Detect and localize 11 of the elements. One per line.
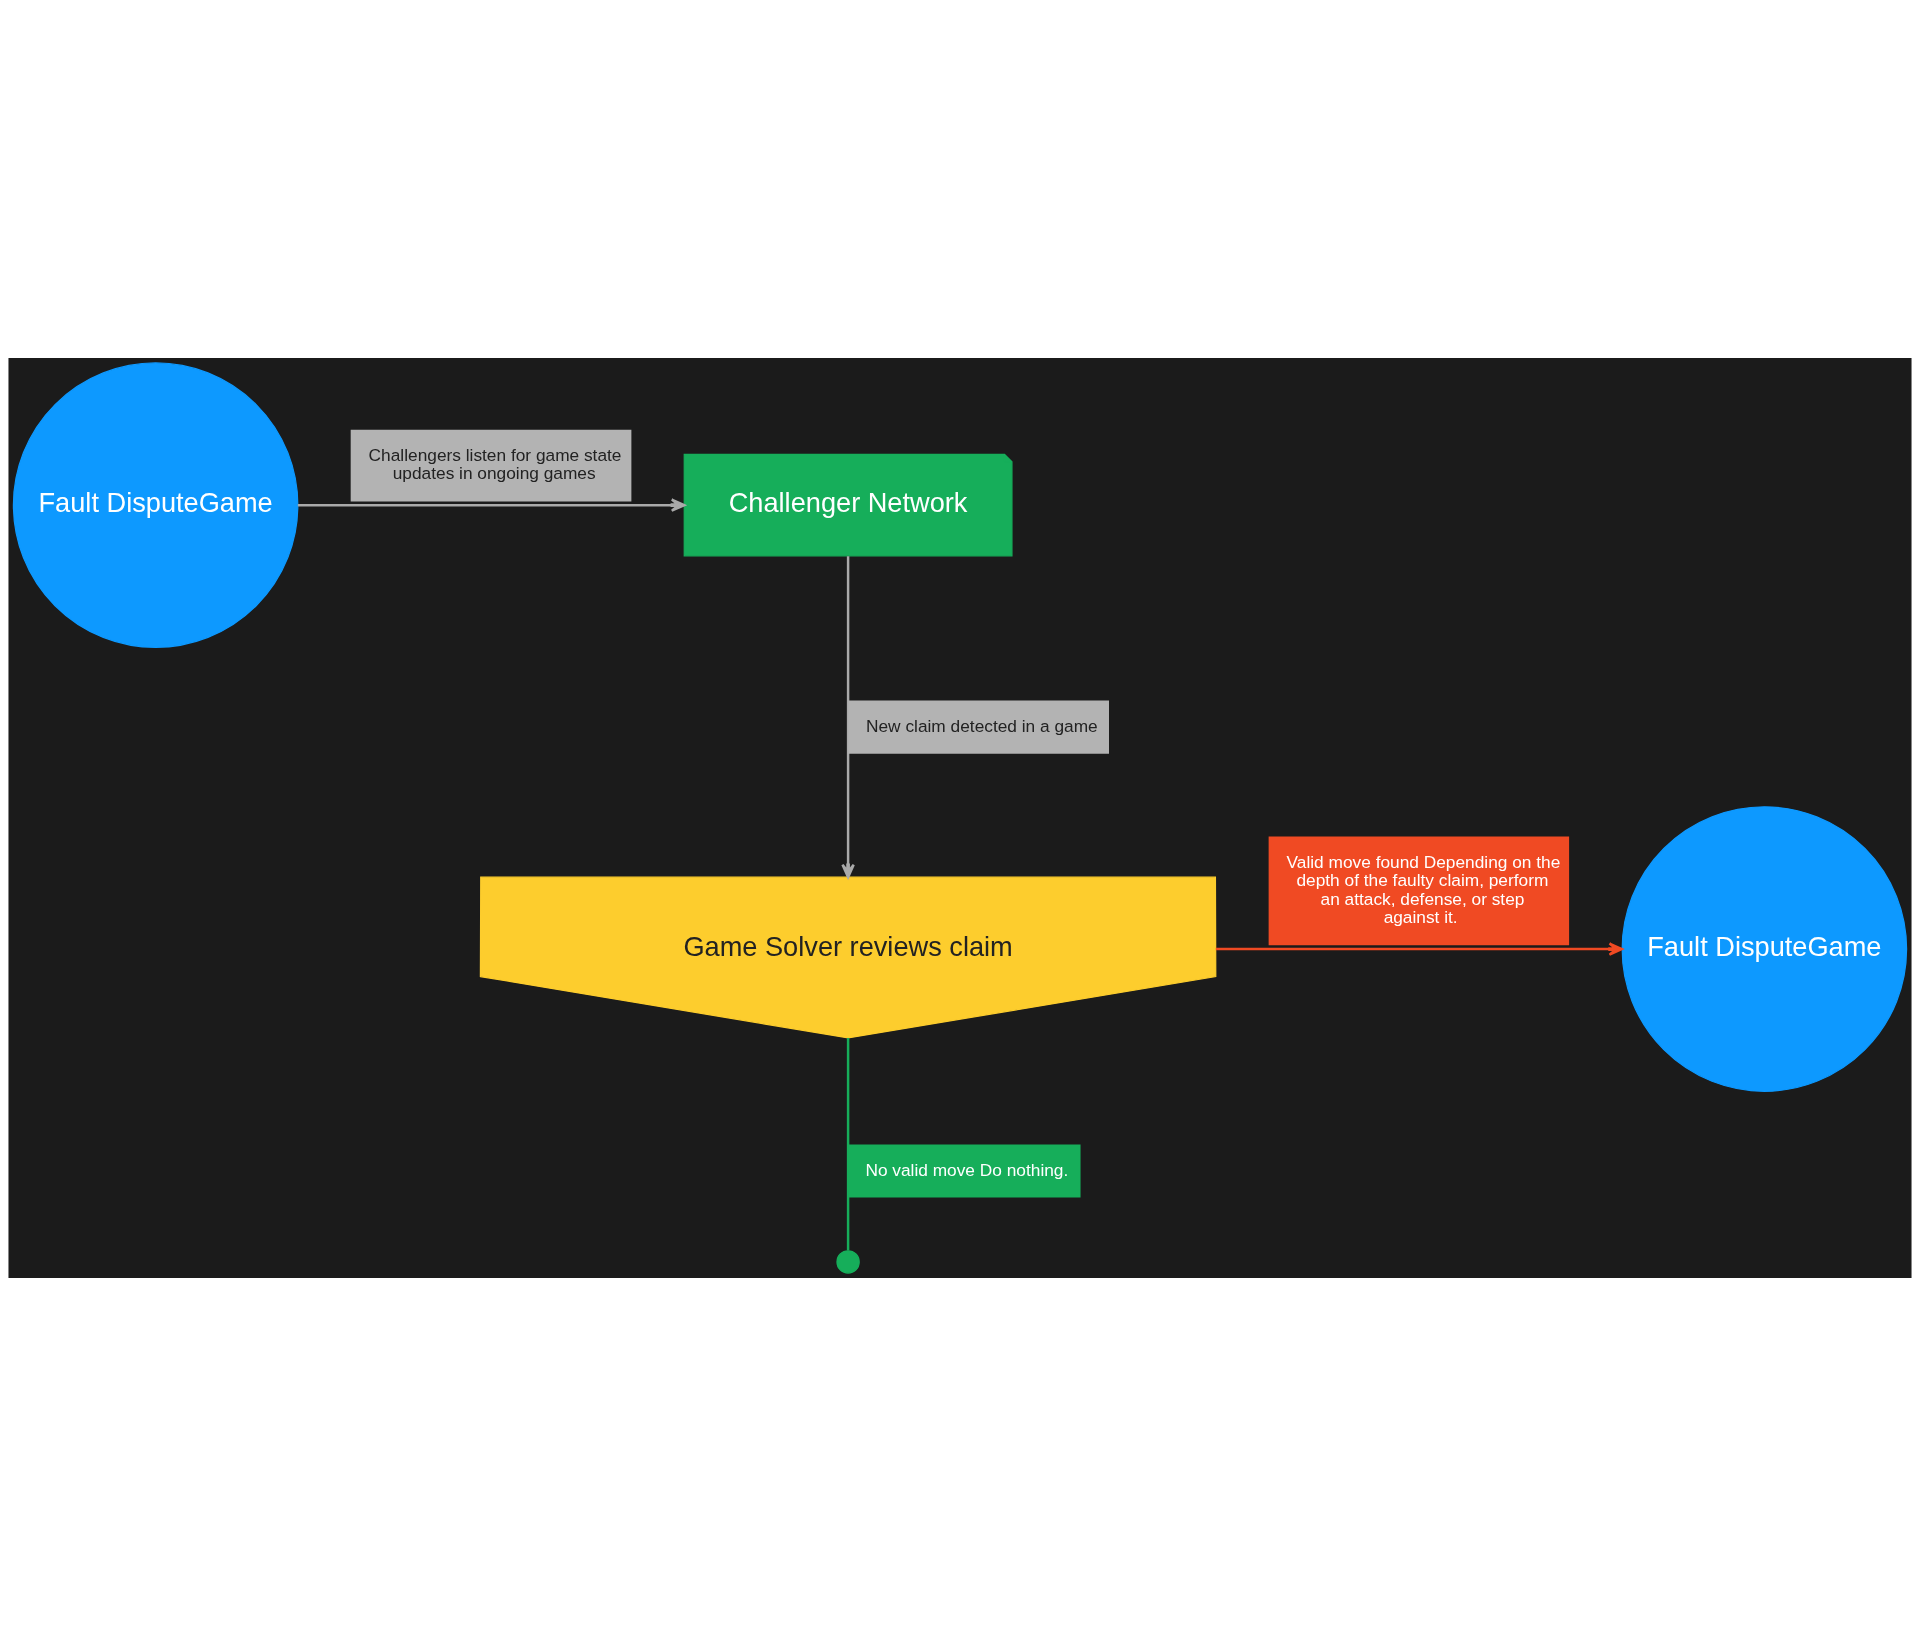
arrow: [1215, 941, 1624, 956]
arrow: [297, 497, 686, 512]
edge-label: Valid move found Depending on the depth of the faulty claim, perform an attack, defense, or step against it.: [1286, 851, 1561, 927]
node-circle: Fault DisputeGame: [1621, 805, 1908, 1092]
node-circle: Fault DisputeGame: [12, 361, 299, 648]
node-circle: [836, 1249, 860, 1274]
connector: [846, 1037, 850, 1250]
edge-label: Challengers listen for game state updates in ongoing games: [368, 444, 622, 483]
arrow: [841, 555, 855, 878]
edge-label: No valid move Do nothing.: [865, 1159, 1069, 1180]
edge-label: New claim detected in a game: [866, 715, 1098, 736]
